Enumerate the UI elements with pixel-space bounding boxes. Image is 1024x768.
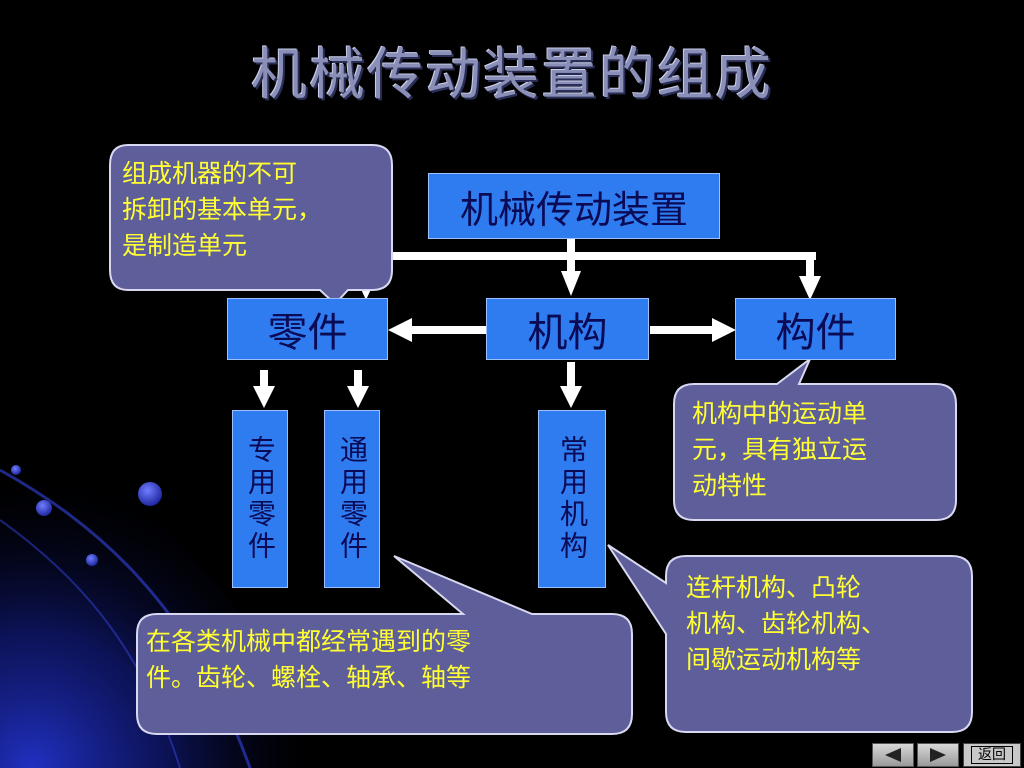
callout-part-definition: 组成机器的不可 拆卸的基本单元， 是制造单元 [122,156,322,264]
callout-line: 在各类机械中都经常遇到的零 [146,627,472,656]
callout-line: 是制造单元 [122,231,248,260]
callout-part-examples: 在各类机械中都经常遇到的零 件。齿轮、螺栓、轴承、轴等 [146,624,471,696]
triangle-right-icon [930,748,946,762]
callout-line: 拆卸的基本单元， [122,195,323,224]
callout-line: 机构、齿轮机构、 [686,609,887,638]
return-button-label: 返回 [971,746,1013,764]
next-slide-button[interactable] [917,743,959,767]
node-member: 构件 [735,298,896,360]
page-title: 机械传动装置的组成 [251,43,773,108]
callout-line: 连杆机构、凸轮 [686,573,862,602]
callout-line: 机构中的运动单 [692,399,868,428]
callout-line: 动特性 [692,471,768,500]
callout-line: 组成机器的不可 [122,159,298,188]
node-common-mechanism: 常用机构 [538,410,606,588]
node-general-part: 通用零件 [324,410,380,588]
node-special-part: 专用零件 [232,410,288,588]
callout-line: 件。齿轮、螺栓、轴承、轴等 [146,663,472,692]
callout-mechanism-examples: 连杆机构、凸轮 机构、齿轮机构、 间歇运动机构等 [686,570,886,678]
node-mechanism: 机构 [486,298,649,360]
callout-member-definition: 机构中的运动单 元，具有独立运 动特性 [692,396,867,504]
triangle-left-icon [885,748,901,762]
callout-line: 间歇运动机构等 [686,645,862,674]
root-node-transmission-device: 机械传动装置 [428,173,720,239]
prev-slide-button[interactable] [872,743,914,767]
node-part: 零件 [227,298,388,360]
callout-line: 元，具有独立运 [692,435,868,464]
return-button[interactable]: 返回 [963,743,1021,767]
